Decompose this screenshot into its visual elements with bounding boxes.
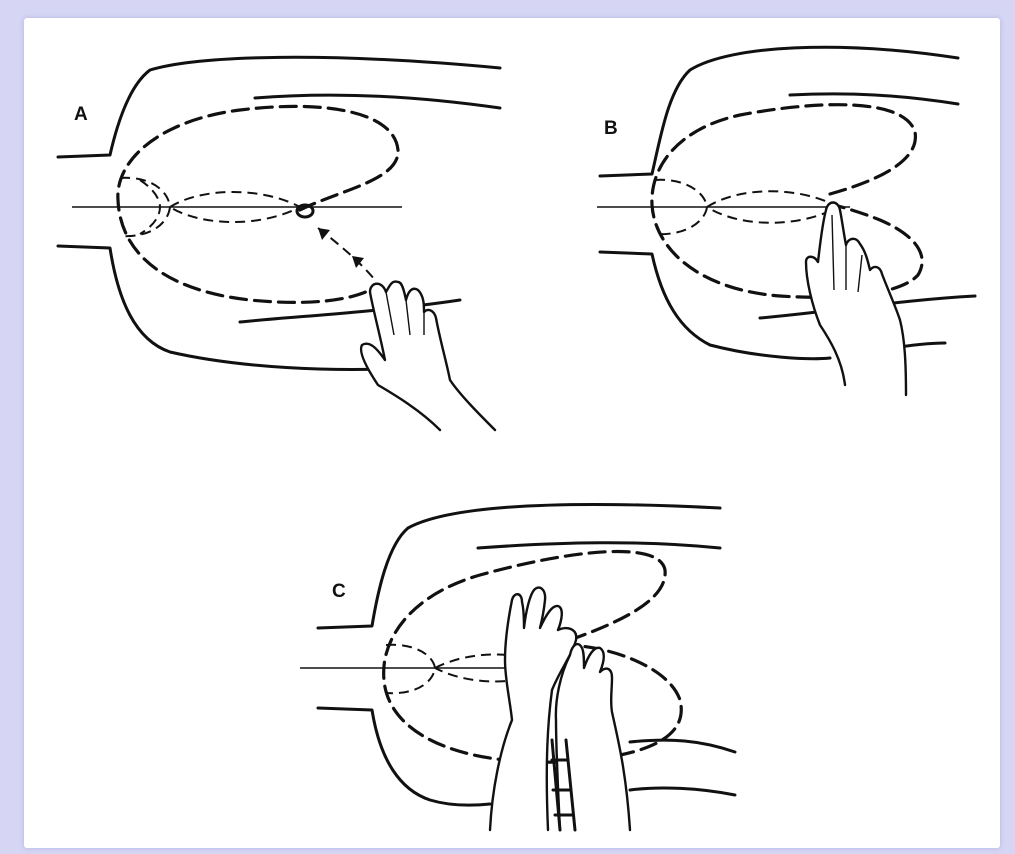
panel-c-label: C — [332, 581, 346, 602]
panel-b-body-top — [600, 47, 958, 176]
panel-c-body-bottom — [318, 708, 490, 805]
panel-c-body-bottom-inner-2 — [630, 788, 735, 795]
panel-b-label: B — [604, 118, 618, 139]
panel-b: B — [597, 47, 975, 395]
panel-c: C — [300, 504, 735, 830]
panel-b-body-top-inner — [790, 94, 958, 104]
panel-c-body-bottom-inner — [630, 740, 735, 752]
panel-b-uterus-outline — [652, 105, 922, 298]
panel-a-arrow-head-2 — [352, 256, 364, 268]
panel-b-hand — [806, 203, 906, 396]
panel-a-arrow-path — [318, 228, 375, 280]
panel-a-label: A — [74, 104, 88, 125]
panel-c-body-top-inner — [478, 543, 720, 548]
panel-c-cervix — [386, 645, 435, 693]
panel-c-lower-hand — [556, 644, 630, 830]
panel-b-body-bottom — [600, 252, 830, 359]
panel-a: A — [58, 57, 500, 430]
panel-a-arrow-head-1 — [318, 228, 330, 240]
